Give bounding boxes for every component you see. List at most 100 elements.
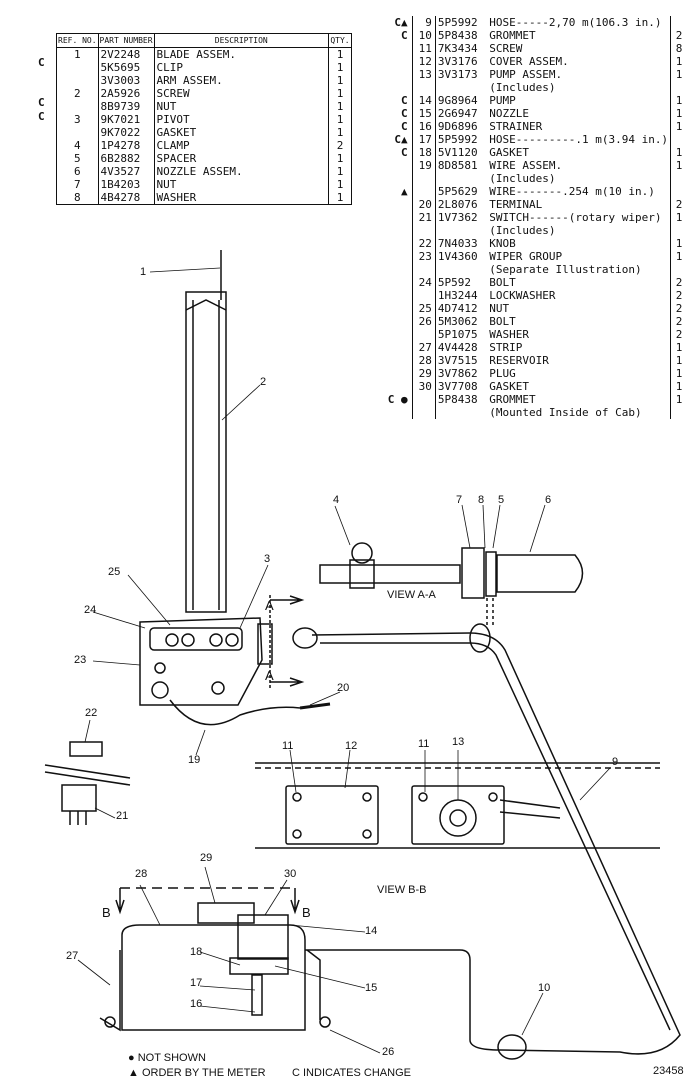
right-cell-desc: (Separate Illustration): [489, 263, 642, 276]
right-cell-desc: BOLT: [489, 315, 516, 328]
callout-9: 9: [612, 756, 619, 768]
right-cell-desc: GASKET: [489, 380, 529, 393]
right-cell-qty: 1: [670, 341, 687, 354]
right-cell-desc: SCREW: [489, 42, 523, 55]
right-cell-desc: GROMMET: [489, 29, 536, 42]
left-cell-part: 4V3527: [97, 165, 155, 178]
right-cell-desc: PLUG: [489, 367, 516, 380]
right-cell-part: 5P8438: [434, 29, 488, 42]
right-cell-ref: [411, 393, 436, 406]
right-cell-part: 4V4428: [434, 341, 488, 354]
right-cell-qty: 2: [670, 315, 687, 328]
right-cell-qty: [670, 16, 687, 29]
right-cell-ref: 28: [411, 354, 436, 367]
callout-14: 14: [365, 925, 378, 937]
right-cell-ref: 12: [411, 55, 436, 68]
right-cell-desc: (Includes): [489, 224, 556, 237]
right-cell-desc: NUT: [489, 302, 510, 315]
left-cell-qty: 1: [328, 165, 352, 178]
table-row: (Includes): [381, 224, 687, 237]
right-cell-desc: HOSE---------.1 m(3.94 in.): [489, 133, 669, 146]
nut: [461, 547, 485, 599]
callout-23: 23: [74, 654, 87, 666]
right-cell-mark: ▲: [400, 185, 408, 198]
pump: [237, 914, 289, 960]
right-cell-ref: 9: [411, 16, 436, 29]
left-cell-qty: 1: [328, 152, 352, 165]
callout-28: 28: [135, 868, 148, 880]
left-cell-desc: WASHER: [153, 191, 330, 205]
right-cell-qty: 1: [670, 237, 687, 250]
right-cell-part: [434, 224, 488, 237]
right-cell-desc: RESERVOIR: [489, 354, 549, 367]
right-cell-part: 2G6947: [434, 107, 488, 120]
section-b-left: B: [102, 905, 111, 920]
right-cell-ref: 14: [411, 94, 436, 107]
right-cell-qty: 2: [670, 289, 687, 302]
right-cell-part: 5P5992: [434, 133, 488, 146]
right-cell-qty: [670, 263, 687, 276]
right-cell-desc: TERMINAL: [489, 198, 543, 211]
right-cell-qty: [670, 133, 687, 146]
callout-11b: 11: [418, 738, 430, 750]
right-cell-part: 3V7515: [434, 354, 488, 367]
right-cell-qty: 1: [670, 68, 687, 81]
right-cell-qty: 1: [670, 120, 687, 133]
right-cell-qty: 2: [670, 328, 687, 341]
left-cell-qty: 1: [328, 113, 352, 126]
right-cell-mark: C: [400, 29, 408, 42]
left-cell-desc: PIVOT: [153, 113, 330, 126]
legend-change: C INDICATES CHANGE: [292, 1067, 411, 1079]
right-cell-part: 5P592: [434, 276, 488, 289]
callout-25: 25: [108, 566, 121, 578]
right-cell-ref: 10: [411, 29, 436, 42]
right-cell-ref: 25: [411, 302, 436, 315]
right-cell-ref: 22: [411, 237, 436, 250]
reservoir: [121, 924, 306, 1031]
right-cell-desc: (Mounted Inside of Cab): [489, 406, 642, 419]
right-cell-ref: 18: [411, 146, 436, 159]
right-cell-qty: 1: [670, 55, 687, 68]
right-cell-part: [434, 263, 488, 276]
callout-6: 6: [545, 494, 552, 506]
left-cell-part: 6B2882: [97, 152, 155, 165]
right-cell-mark: C ●: [387, 393, 408, 406]
left-cell-desc: SCREW: [153, 87, 330, 100]
left-cell-qty: 1: [328, 100, 352, 113]
callout-20: 20: [337, 682, 350, 694]
right-cell-qty: 1: [670, 250, 687, 263]
right-cell-qty: [670, 81, 687, 94]
rotary-switch: [61, 784, 97, 812]
right-cell-desc: WASHER: [489, 328, 529, 341]
left-cell-qty: 1: [328, 87, 352, 100]
view-a-a-label: VIEW A-A: [387, 589, 436, 601]
right-cell-part: 5P5629: [434, 185, 488, 198]
table-row: (Separate Illustration): [381, 263, 687, 276]
right-cell-ref: 23: [411, 250, 436, 263]
left-cell-qty: 1: [328, 178, 352, 191]
right-cell-qty: 1: [670, 354, 687, 367]
callout-30: 30: [284, 868, 297, 880]
right-cell-desc: BOLT: [489, 276, 516, 289]
right-cell-ref: 13: [411, 68, 436, 81]
callout-27: 27: [66, 950, 79, 962]
right-cell-part: 3V7708: [434, 380, 488, 393]
right-cell-mark: C▲: [394, 16, 408, 29]
right-cell-part: 5P1075: [434, 328, 488, 341]
right-cell-ref: [411, 185, 436, 198]
left-cell-desc: SPACER: [153, 152, 330, 165]
right-cell-qty: [670, 185, 687, 198]
callout-2: 2: [260, 376, 267, 388]
